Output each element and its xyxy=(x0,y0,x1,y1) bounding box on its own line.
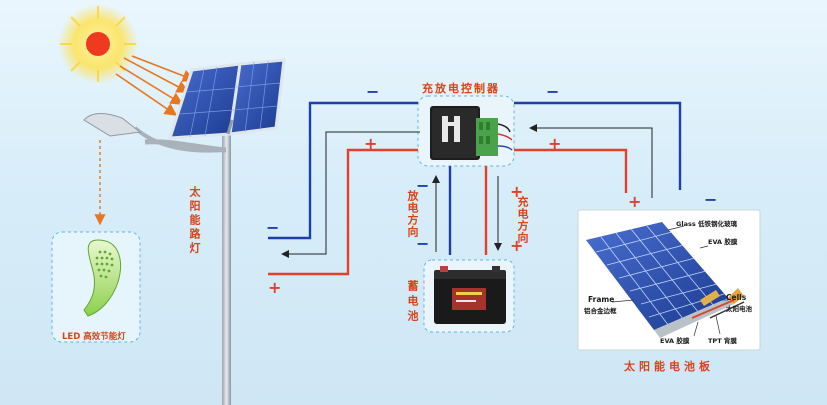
sign-minus-discharge-bottom: − xyxy=(416,234,430,253)
negative-wires xyxy=(268,101,682,255)
street-lamp-head xyxy=(83,113,142,137)
battery-label: 蓄电池 xyxy=(406,280,419,325)
sign-plus-mid-right: + xyxy=(548,134,562,153)
solar-panel-cross-section xyxy=(586,222,745,338)
callout-frame: Frame xyxy=(588,295,614,304)
battery-icon xyxy=(434,266,506,324)
callout-frame-cn: 铝合金边框 xyxy=(584,306,617,315)
sign-plus-lamp: + xyxy=(268,278,282,297)
sign-minus-top-right: − xyxy=(546,82,560,101)
sign-minus-top-left: − xyxy=(366,82,380,101)
led-lamp-icon xyxy=(83,239,121,317)
callout-eva-top: EVA 胶膜 xyxy=(708,237,738,246)
street-light-pole xyxy=(133,110,231,405)
callout-eva-bottom: EVA 胶膜 xyxy=(660,336,690,345)
pole-solar-panel xyxy=(167,58,286,140)
callout-glass: Glass 低铁钢化玻璃 xyxy=(676,219,737,228)
charge-controller-device xyxy=(430,106,513,160)
positive-wires xyxy=(268,148,628,276)
sign-plus-mid-left: + xyxy=(364,134,378,153)
lamp-post-label: 太阳能路灯 xyxy=(188,186,201,256)
controller-label: 充放电控制器 xyxy=(422,82,500,95)
current-direction-lines xyxy=(281,124,653,258)
discharge-direction-label: 放电方向 xyxy=(406,190,419,238)
sign-minus-lamp: − xyxy=(266,218,280,237)
callout-cells: Cells xyxy=(726,293,747,302)
sun-icon xyxy=(58,4,138,84)
callout-cells-cn: 太阳电池 xyxy=(725,304,753,313)
led-lamp-label: LED 高效节能灯 xyxy=(62,332,126,342)
sign-plus-charge-bottom: + xyxy=(510,236,524,255)
sun-rays xyxy=(115,55,196,116)
sign-minus-discharge-top: − xyxy=(416,176,430,195)
sign-plus-charge-top: + xyxy=(510,182,524,201)
sign-minus-panel: − xyxy=(704,190,718,209)
solar-panel-label: 太阳能电池板 xyxy=(624,360,714,373)
charge-direction-label: 充电方向 xyxy=(516,196,529,244)
sign-plus-panel: + xyxy=(628,192,642,211)
panel-callout-lines xyxy=(611,225,728,337)
callout-tpt: TPT 背膜 xyxy=(708,336,737,345)
